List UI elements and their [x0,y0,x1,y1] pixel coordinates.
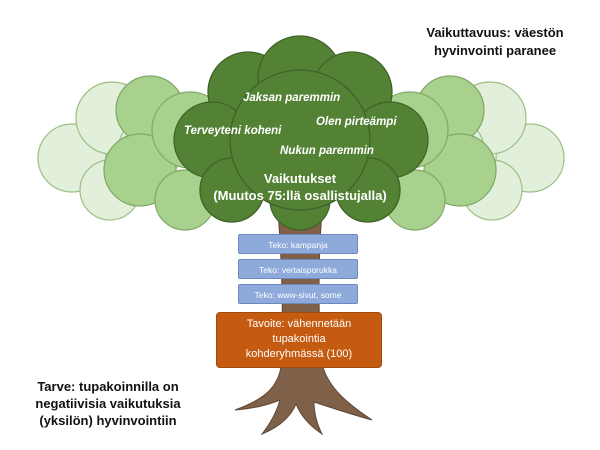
impact-text: Vaikuttavuus: väestön hyvinvointi parane… [405,24,585,60]
action-box-campaign: Teko: kampanja [238,234,358,254]
impact-line: hyvinvointi paranee [433,43,557,58]
effect-item: Jaksan paremmin [243,92,341,104]
goal-box: Tavoite: vähennetään tupakointia kohdery… [216,312,382,368]
need-line: negatiivisia vaikutuksia [35,396,181,411]
goal-line: tupakointia [272,333,326,345]
effect-item: Olen pirteämpi [316,116,397,128]
effects-title: Vaikutukset (Muutos 75:llä osallistujall… [190,170,410,204]
effect-item: Nukun paremmin [280,145,374,157]
goal-line: Tavoite: vähennetään [246,318,352,330]
effects-title-line: Vaikutukset [263,171,337,186]
need-line: (yksilön) hyvinvointiin [39,413,177,428]
effects-title-line: (Muutos 75:llä osallistujalla) [213,188,387,203]
need-line: Tarve: tupakoinnilla on [37,379,179,394]
impact-line: Vaikuttavuus: väestön [426,25,564,40]
action-box-peer-group: Teko: vertaisporukka [238,259,358,279]
goal-line: kohderyhmässä (100) [245,348,353,360]
center-cloud [173,35,429,231]
action-box-website: Teko: www-sivut, some [238,284,358,304]
effect-item: Terveyteni koheni [184,125,282,137]
need-text: Tarve: tupakoinnilla on negatiivisia vai… [8,378,208,429]
